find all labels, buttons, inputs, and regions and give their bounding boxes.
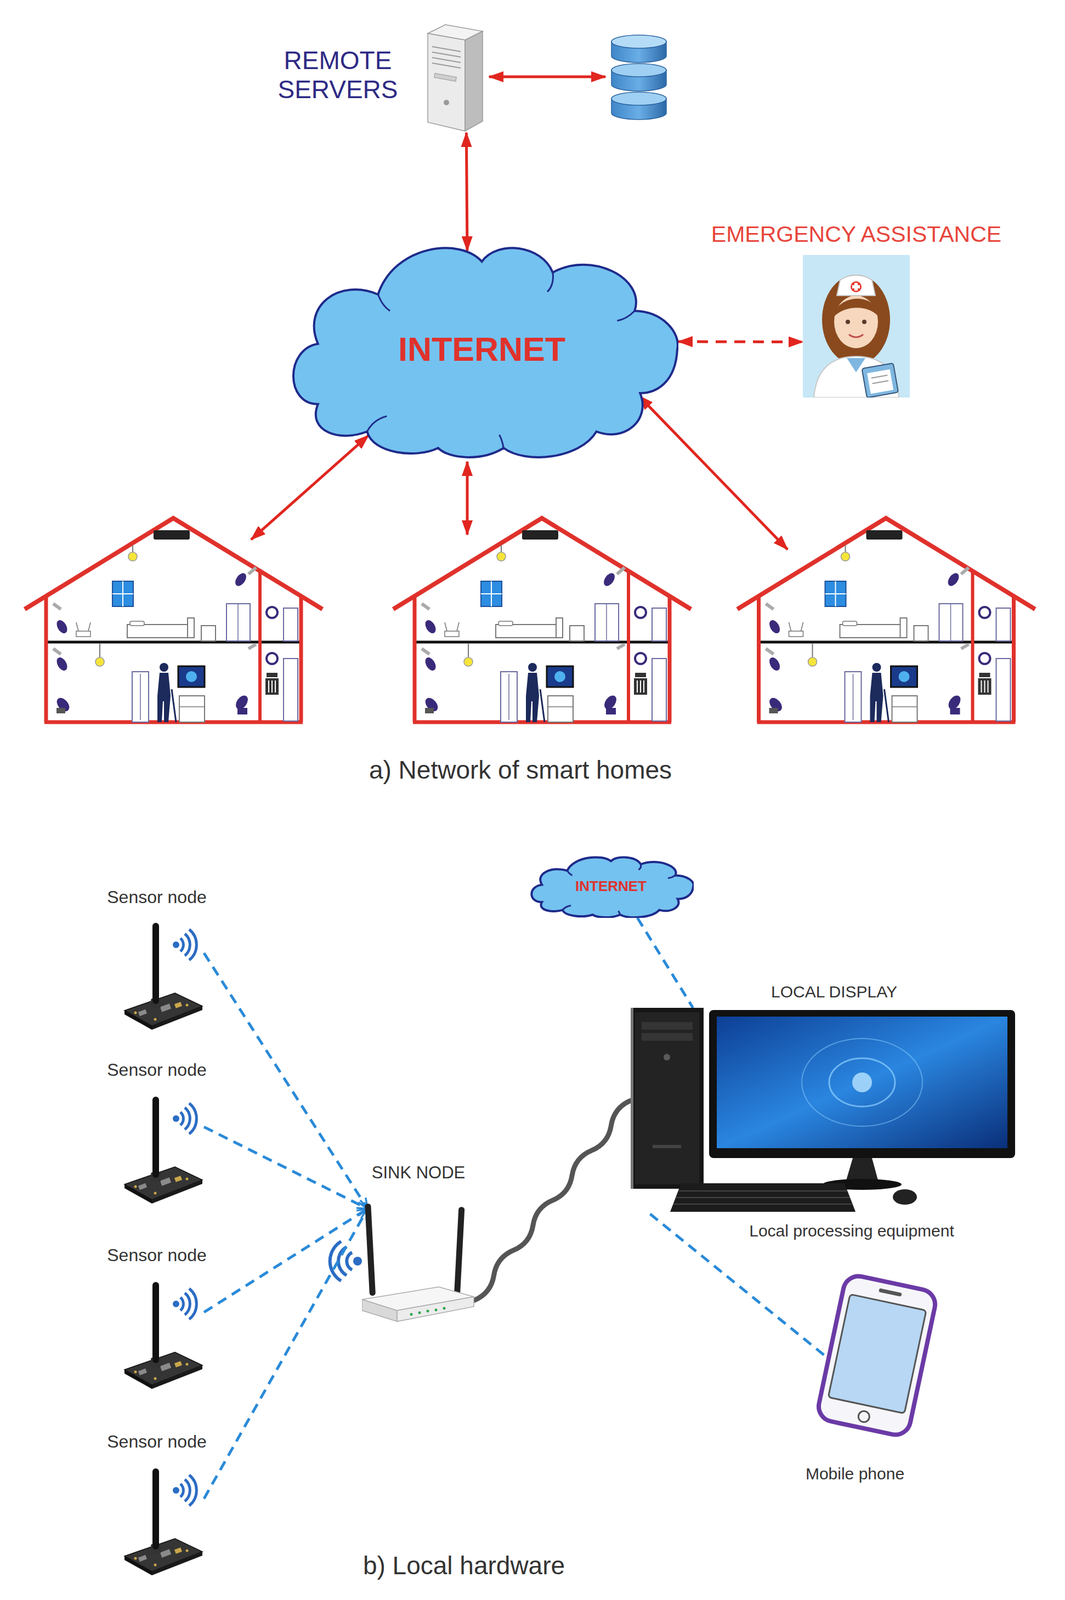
mobile-phone-icon (816, 1273, 938, 1438)
node-label: Sensor node (106, 1431, 207, 1453)
mobile-phone: Mobile phone (816, 1272, 939, 1439)
wifi-icon (330, 1241, 342, 1282)
house-link-arrow (466, 461, 469, 535)
emergency-assistance-icon (802, 255, 910, 398)
sensor-node-icon (122, 1282, 205, 1391)
server-node-icon (423, 20, 485, 133)
node-label: Local processing equipment (749, 1221, 955, 1242)
local-display-icon (630, 1007, 1016, 1212)
cable-line (474, 1100, 631, 1301)
node-label: EMERGENCY ASSISTANCE (711, 221, 1002, 248)
sensor-node: Sensor node (122, 922, 205, 1031)
node-label: INTERNET (575, 878, 647, 895)
sink-node-icon (361, 1203, 474, 1322)
internet-cloud-icon (293, 247, 678, 458)
node-label: REMOTE SERVERS (266, 46, 410, 105)
server-node-icon (427, 24, 483, 132)
server-node: REMOTE SERVERS (423, 20, 485, 133)
network-arrow (678, 340, 803, 344)
smart-house (737, 518, 1036, 723)
sensor-node: Sensor node (122, 1282, 205, 1391)
wireless-link (204, 1126, 368, 1209)
wireless-link (637, 918, 693, 1008)
server-database-arrow (489, 75, 606, 79)
wifi-icon (346, 1252, 353, 1271)
node-label: Mobile phone (805, 1464, 905, 1484)
sensor-node-icon (124, 922, 203, 1030)
wireless-link (204, 1208, 368, 1499)
house-link-arrow (251, 435, 369, 540)
internet-cloud: INTERNET (528, 854, 694, 919)
sensor-node-icon (124, 1096, 203, 1204)
emergency-assistance-icon (802, 255, 910, 398)
caption: b) Local hardware (363, 1550, 565, 1581)
sink-node: SINK NODE (361, 1203, 475, 1333)
local-display: LOCAL DISPLAYLocal processing equipment (630, 1007, 1021, 1215)
network-arrow (466, 132, 468, 251)
mobile-phone-icon (816, 1272, 939, 1439)
sensor-node-icon (122, 1096, 205, 1205)
sensor-node-icon (122, 922, 205, 1031)
house-link-arrow (638, 395, 788, 550)
wireless-link (204, 1208, 368, 1313)
local-display-icon (630, 1007, 1021, 1215)
node-label: Sensor node (106, 1060, 207, 1081)
sensor-node: Sensor node (122, 1096, 205, 1205)
internet-cloud: INTERNET (285, 239, 679, 460)
node-label: Sensor node (106, 1245, 207, 1266)
sensor-node-icon (124, 1468, 203, 1576)
node-label: SINK NODE (371, 1163, 466, 1183)
wifi-icon (353, 1256, 362, 1266)
sensor-node-icon (124, 1282, 203, 1390)
sensor-node: Sensor node (122, 1468, 205, 1577)
sensor-node-icon (122, 1468, 205, 1577)
database-icon (611, 35, 667, 120)
node-label: INTERNET (398, 330, 566, 369)
sink-node-icon (361, 1203, 475, 1333)
smart-house (24, 518, 323, 723)
wireless-link (204, 953, 368, 1209)
emergency-assistance: EMERGENCY ASSISTANCE (802, 255, 910, 398)
smart-house (393, 518, 691, 723)
node-label: LOCAL DISPLAY (771, 982, 898, 1002)
node-label: Sensor node (106, 887, 207, 908)
caption: a) Network of smart homes (369, 755, 672, 785)
internet-cloud-icon (531, 857, 694, 918)
